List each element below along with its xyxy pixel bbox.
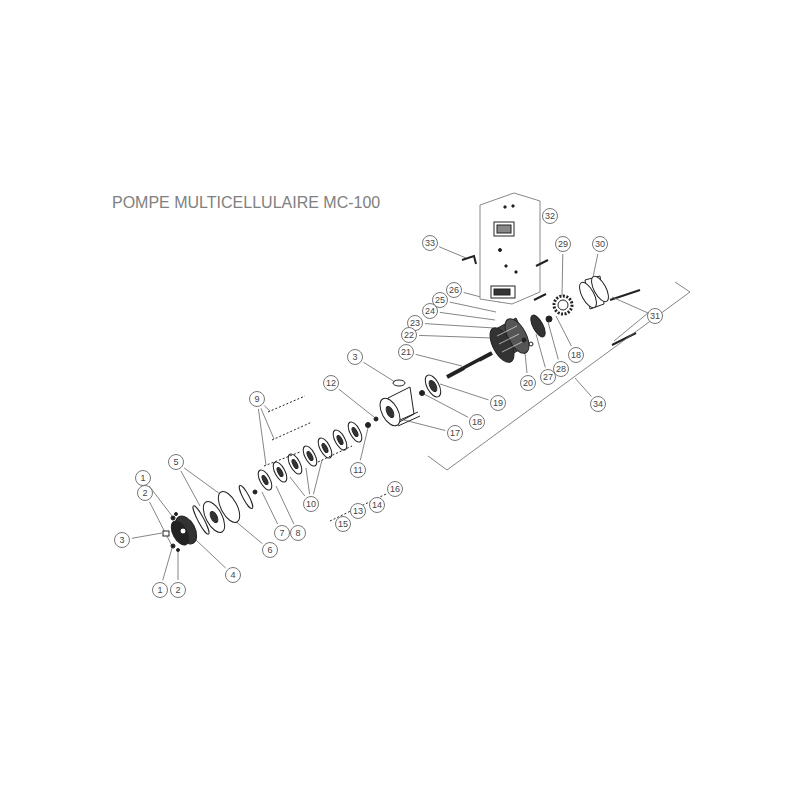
leader-line [181,471,200,506]
callout-number: 16 [387,481,403,497]
callout-number: 26 [446,282,462,298]
callout-number: 34 [590,396,606,412]
leader-line [548,322,558,359]
callout-number: 19 [490,395,506,411]
callout-number: 8 [290,525,306,541]
leader-line [262,492,278,524]
leader-line [234,520,262,544]
leader-line [150,502,173,546]
leader-line [339,389,374,417]
callout-number: 18 [568,347,584,363]
leader-line [575,378,591,397]
callout-number: 21 [398,344,414,360]
leader-line [196,540,226,568]
callout-number: 4 [225,567,241,583]
leader-line [562,254,564,296]
leader-line [184,468,220,494]
callout-number: 31 [647,308,663,324]
leader-line [290,477,305,496]
leader-line [163,548,172,580]
callout-number: 7 [274,525,290,541]
leader-line [258,409,266,465]
callout-number: 22 [401,327,417,343]
callout-number: 1 [135,470,151,486]
leader-line [306,468,310,494]
callout-number: 29 [555,236,571,252]
leader-line [404,420,445,431]
callout-number: 10 [303,496,319,512]
callout-number: 2 [137,485,153,501]
callout-number: 30 [592,236,608,252]
callout-number: 12 [323,375,339,391]
leader-line [132,533,162,538]
callout-number: 14 [369,497,385,513]
leader-line [178,552,179,580]
leader-line [276,486,294,524]
leader-line [556,316,571,346]
callout-number: 32 [542,208,558,224]
leader-line [450,302,496,312]
leader-line [416,354,462,366]
leader-line [360,428,368,460]
callout-number: 3 [347,349,363,365]
callout-number: 15 [335,516,351,532]
callout-number: 13 [350,503,366,519]
leader-line [261,408,274,439]
callout-number: 18 [469,414,485,430]
callout-number: 20 [520,375,536,391]
callout-number: 2 [170,582,186,598]
callout-number: 24 [422,303,438,319]
leader-line [264,406,270,411]
leader-line [440,312,495,320]
leader-line [439,247,466,258]
leader-line [536,334,545,367]
callout-number: 17 [447,425,463,441]
leader-line [440,384,489,400]
callout-number: 27 [540,369,556,385]
callout-number: 1 [152,582,168,598]
leader-line [419,335,492,338]
leader-line [424,394,468,417]
callout-number: 9 [249,391,265,407]
callout-number: 5 [168,454,184,470]
callout-number: 33 [422,235,438,251]
leader-line [425,324,494,328]
leader-line [364,362,396,382]
diagram-title: POMPE MULTICELLULAIRE MC-100 [112,194,380,212]
callout-number: 6 [262,542,278,558]
callout-number: 11 [350,462,366,478]
callout-number: 3 [114,532,130,548]
